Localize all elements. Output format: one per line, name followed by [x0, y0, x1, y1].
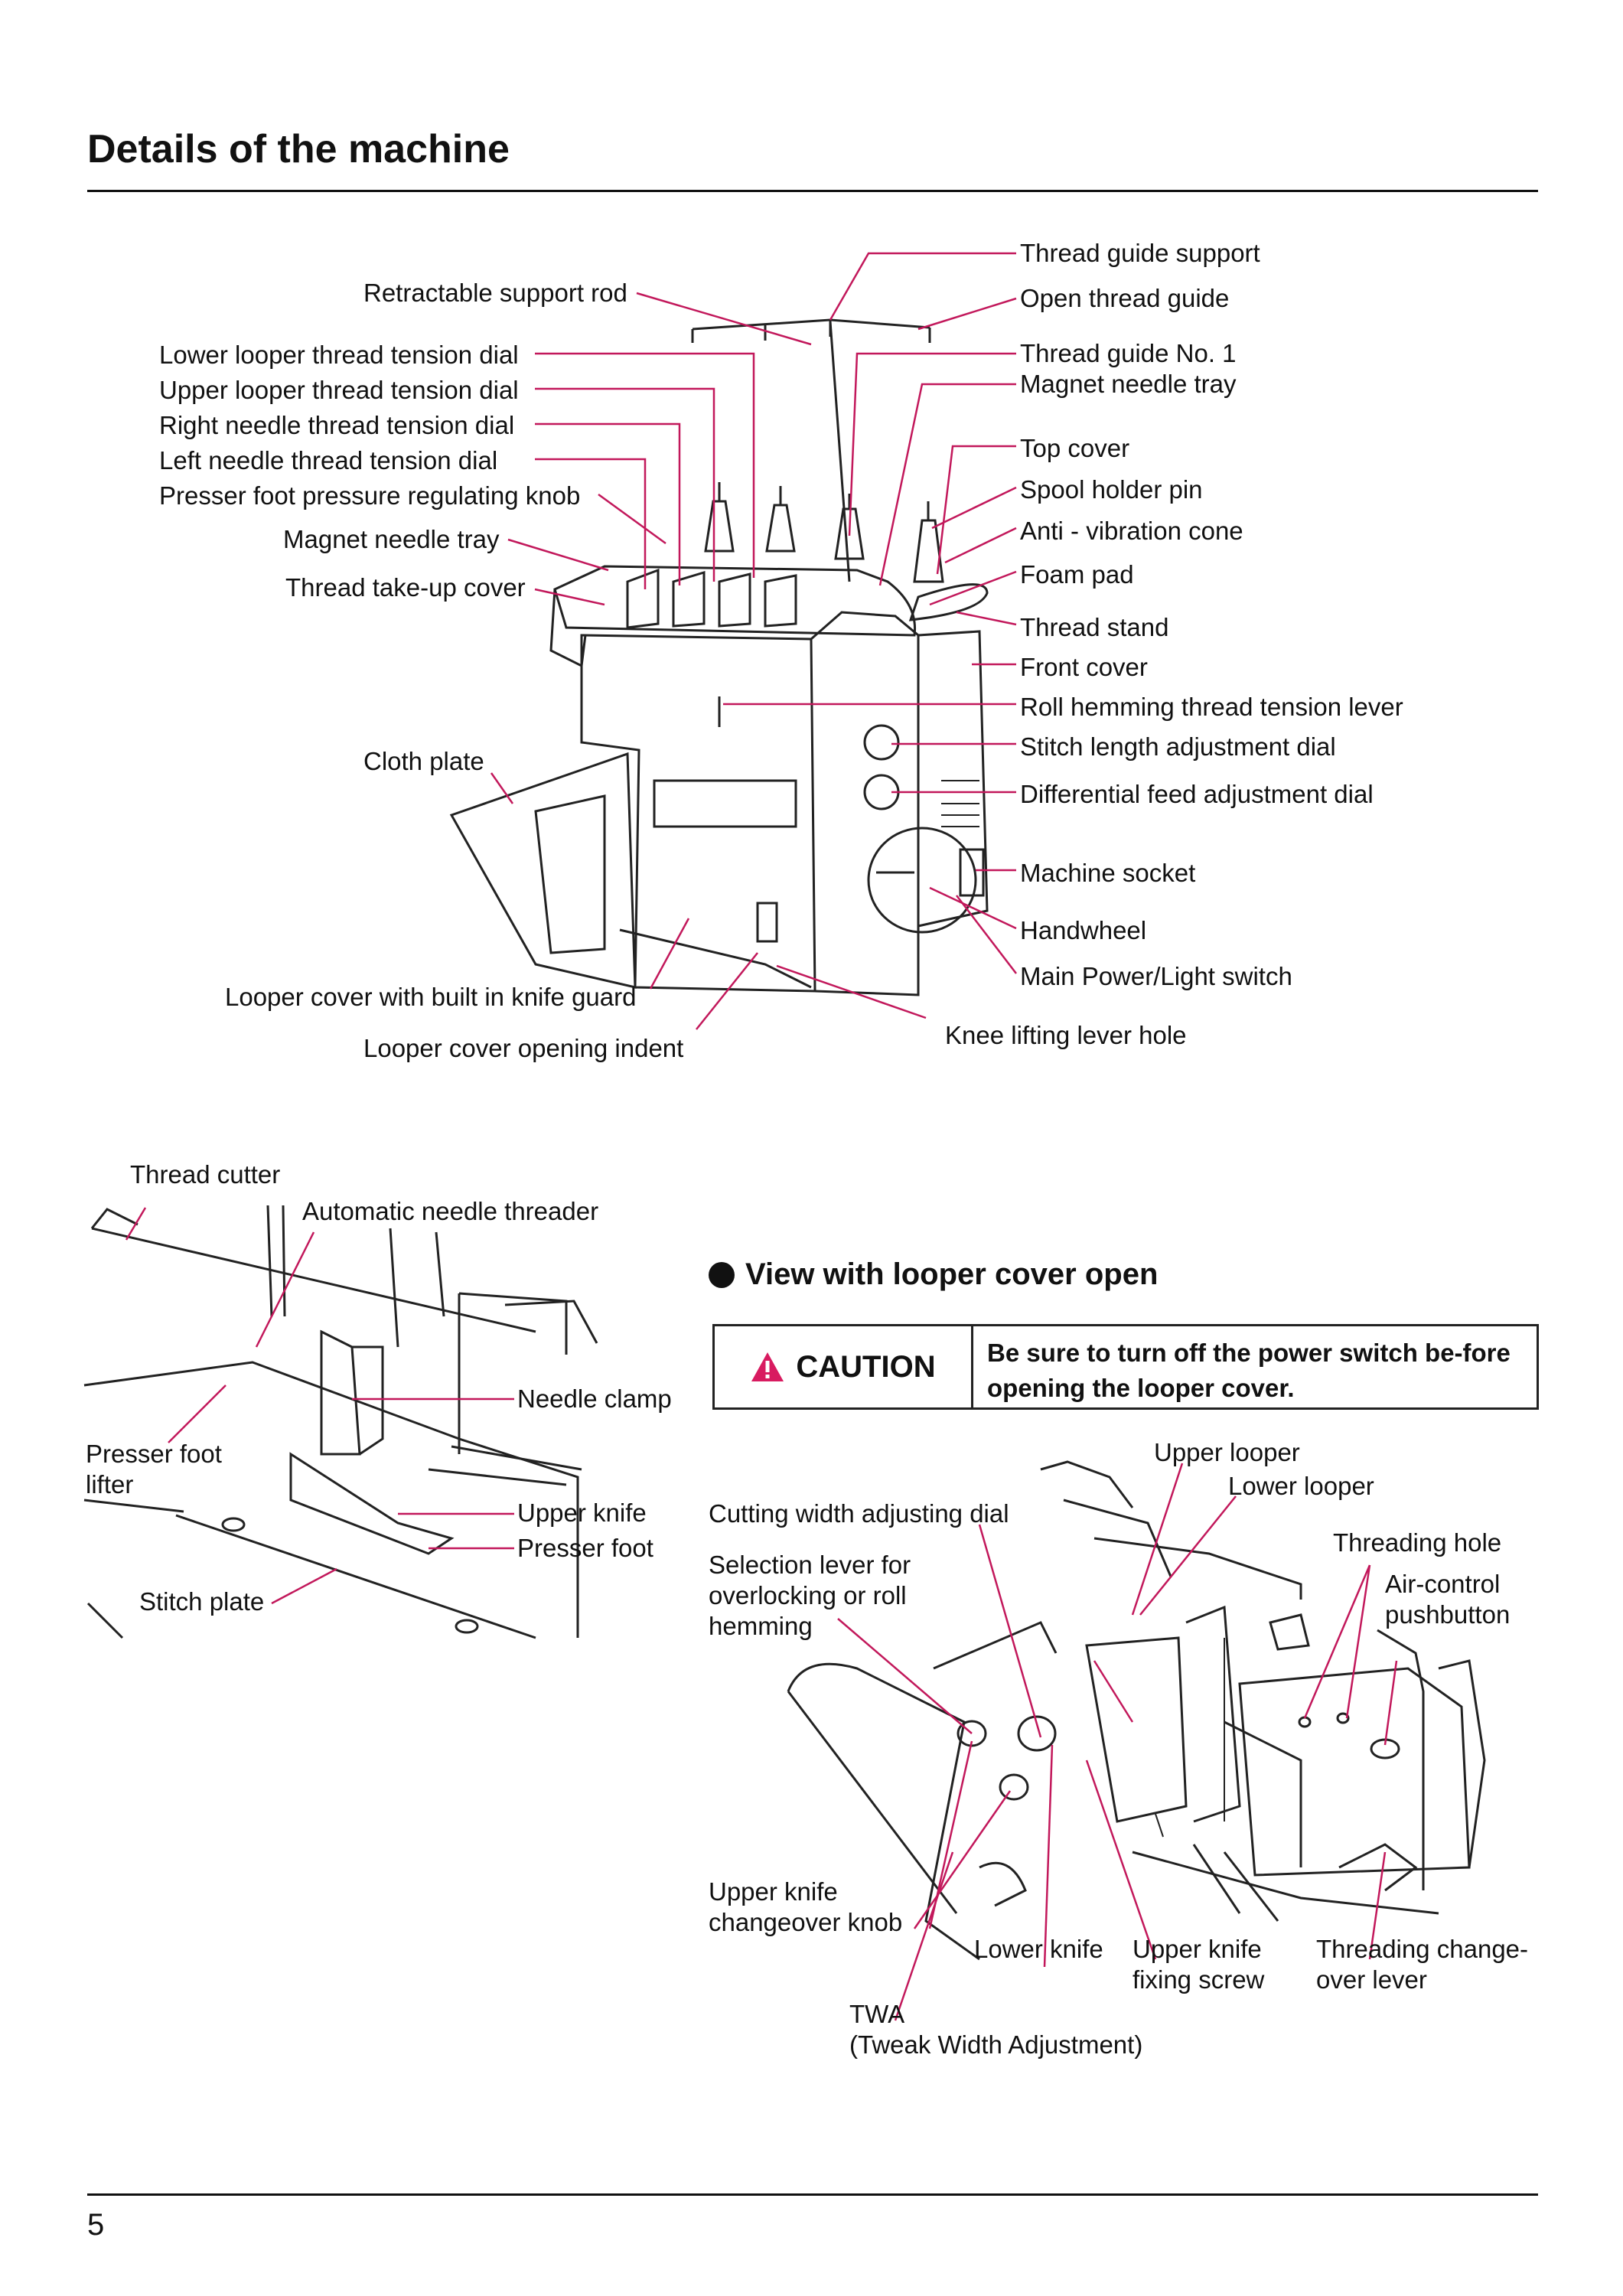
looper-view-heading: View with looper cover open — [709, 1257, 1158, 1292]
label-thread-guide-no1: Thread guide No. 1 — [1020, 339, 1237, 367]
label-upper-knife-screw: Upper knife fixing screw — [1133, 1935, 1265, 1994]
label-machine-socket: Machine socket — [1020, 859, 1196, 887]
label-presser-foot: Presser foot — [517, 1534, 653, 1562]
header-rule — [87, 190, 1538, 192]
label-stitch-length-dial: Stitch length adjustment dial — [1020, 732, 1336, 761]
label-stitch-plate: Stitch plate — [139, 1587, 265, 1616]
label-thread-guide-support: Thread guide support — [1020, 239, 1260, 267]
label-magnet-needle-tray-left: Magnet needle tray — [283, 525, 500, 553]
label-handwheel: Handwheel — [1020, 916, 1147, 944]
label-air-control-button: Air-control pushbutton — [1385, 1570, 1511, 1629]
caution-box: CAUTION Be sure to turn off the power sw… — [712, 1324, 1539, 1410]
label-foam-pad: Foam pad — [1020, 560, 1134, 589]
label-presser-pressure-knob: Presser foot pressure regulating knob — [159, 481, 581, 510]
label-upper-looper: Upper looper — [1154, 1438, 1300, 1466]
label-right-needle-dial: Right needle thread tension dial — [159, 411, 515, 439]
presser-foot-drawing — [83, 1205, 598, 1639]
page-title: Details of the machine — [87, 127, 510, 171]
label-threading-hole: Threading hole — [1333, 1528, 1502, 1557]
label-lower-looper: Lower looper — [1228, 1472, 1374, 1500]
label-upper-looper-dial: Upper looper thread tension dial — [159, 376, 519, 404]
page-number: 5 — [87, 2208, 105, 2242]
machine-leader-lines — [490, 252, 1017, 1030]
label-selection-lever: Selection lever for overlocking or roll … — [709, 1551, 911, 1640]
label-top-cover: Top cover — [1020, 434, 1130, 462]
label-roll-hemming-lever: Roll hemming thread tension lever — [1020, 693, 1403, 721]
looper-leader-lines — [837, 1463, 1398, 2021]
label-presser-foot-lifter: Presser foot lifter — [86, 1440, 222, 1499]
label-differential-feed-dial: Differential feed adjustment dial — [1020, 780, 1374, 808]
label-twa-full: (Tweak Width Adjustment) — [849, 2030, 1143, 2059]
label-looper-cover-knife-guard: Looper cover with built in knife guard — [225, 983, 637, 1011]
warning-icon — [751, 1352, 784, 1381]
caution-text: Be sure to turn off the power switch be-… — [987, 1339, 1511, 1402]
label-upper-knife: Upper knife — [517, 1499, 647, 1527]
label-thread-stand: Thread stand — [1020, 613, 1169, 641]
label-lower-looper-dial: Lower looper thread tension dial — [159, 341, 519, 369]
label-looper-cover-indent: Looper cover opening indent — [363, 1034, 684, 1062]
label-main-power-switch: Main Power/Light switch — [1020, 962, 1292, 990]
label-needle-clamp: Needle clamp — [517, 1384, 672, 1413]
label-thread-cutter: Thread cutter — [130, 1160, 281, 1189]
label-spool-holder-pin: Spool holder pin — [1020, 475, 1203, 504]
label-thread-takeup-cover: Thread take-up cover — [285, 573, 526, 602]
label-cloth-plate: Cloth plate — [363, 747, 484, 775]
caution-label: CAUTION — [796, 1349, 936, 1384]
label-retractable-support-rod: Retractable support rod — [363, 279, 627, 307]
bullet-icon — [709, 1261, 735, 1288]
looper-open-drawing — [787, 1460, 1486, 1961]
label-anti-vibration-cone: Anti - vibration cone — [1020, 517, 1243, 545]
serger-machine-drawing — [449, 318, 989, 996]
label-magnet-needle-tray-right: Magnet needle tray — [1020, 370, 1237, 398]
label-left-needle-dial: Left needle thread tension dial — [159, 446, 498, 475]
foot-leader-lines — [125, 1207, 514, 1605]
footer-rule — [87, 2193, 1538, 2196]
label-twa: TWA — [849, 2000, 905, 2028]
label-auto-needle-threader: Automatic needle threader — [302, 1197, 599, 1225]
label-front-cover: Front cover — [1020, 653, 1148, 681]
label-open-thread-guide: Open thread guide — [1020, 284, 1230, 312]
label-knee-lifting-hole: Knee lifting lever hole — [945, 1021, 1187, 1049]
caution-label-cell: CAUTION — [715, 1326, 973, 1407]
looper-view-heading-text: View with looper cover open — [745, 1257, 1159, 1291]
label-cutting-width-dial: Cutting width adjusting dial — [709, 1499, 1009, 1528]
label-threading-changeover-lever: Threading change-over lever — [1316, 1935, 1529, 1994]
label-upper-knife-knob: Upper knife changeover knob — [709, 1877, 903, 1936]
label-lower-knife: Lower knife — [974, 1935, 1103, 1963]
